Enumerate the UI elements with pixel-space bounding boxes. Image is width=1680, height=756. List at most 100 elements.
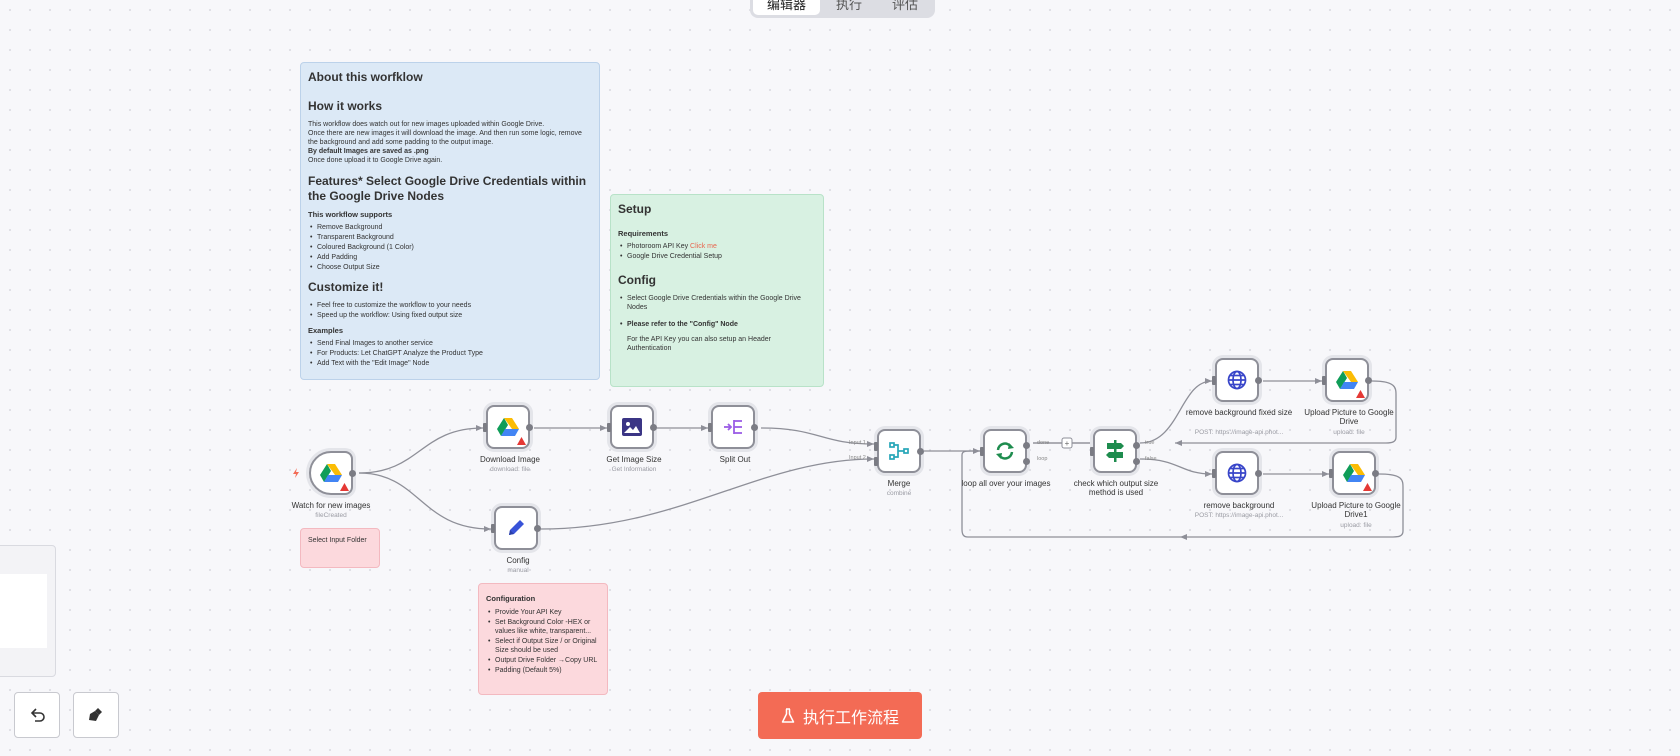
input-handle[interactable] bbox=[1212, 468, 1216, 478]
node-remove-background-fixed[interactable] bbox=[1212, 358, 1262, 402]
node-upload-picture-2[interactable] bbox=[1329, 451, 1379, 495]
output-handle[interactable] bbox=[751, 423, 758, 431]
output-handle[interactable] bbox=[1255, 376, 1262, 384]
list-item: Send Final Images to another service bbox=[308, 339, 592, 348]
list-item: Output Drive Folder →Copy URL bbox=[486, 656, 600, 665]
broom-icon bbox=[89, 708, 102, 721]
sticky-note-about[interactable]: About this worfklow How it works This wo… bbox=[300, 62, 600, 380]
examples-heading: Examples bbox=[308, 326, 344, 335]
node-label: check which output size method is used bbox=[1073, 479, 1159, 497]
list-item: Speed up the workflow: Using fixed outpu… bbox=[308, 311, 592, 320]
output-handle[interactable] bbox=[534, 524, 541, 532]
node-subtitle: combine bbox=[886, 490, 912, 497]
list-item: Select Google Drive Credentials within t… bbox=[618, 294, 816, 312]
node-subtitle: manual bbox=[507, 567, 529, 574]
sticky-note-configuration[interactable]: Configuration Provide Your API Key Set B… bbox=[478, 583, 608, 695]
output-handle[interactable] bbox=[1255, 469, 1262, 477]
input-handle[interactable] bbox=[1212, 375, 1216, 385]
node-subtitle: fileCreated bbox=[315, 512, 347, 519]
sticky-note-setup[interactable]: Setup Requirements Photoroom API Key Cli… bbox=[610, 194, 824, 387]
list-item: Remove Background bbox=[308, 223, 592, 232]
supports-heading: This workflow supports bbox=[308, 210, 393, 219]
node-label: Config bbox=[506, 556, 530, 565]
list-item: Transparent Background bbox=[308, 233, 592, 242]
tab-executions[interactable]: 执行 bbox=[836, 0, 863, 12]
undo-icon bbox=[30, 708, 45, 722]
input-handle[interactable] bbox=[980, 446, 984, 456]
about-text: This workflow does watch out for new ima… bbox=[308, 121, 545, 128]
false-port-label: false bbox=[1145, 456, 1157, 462]
image-icon bbox=[622, 418, 642, 436]
node-upload-picture-1[interactable] bbox=[1322, 358, 1372, 402]
input-handle[interactable] bbox=[1090, 446, 1094, 456]
input-handle[interactable] bbox=[874, 441, 878, 451]
tidy-up-button[interactable] bbox=[73, 692, 119, 738]
node-label: Download Image bbox=[479, 455, 541, 464]
output-handle[interactable] bbox=[349, 469, 356, 477]
google-drive-icon bbox=[497, 418, 519, 436]
node-download-image[interactable] bbox=[483, 405, 533, 449]
node-label: loop all over your images bbox=[961, 479, 1051, 488]
google-drive-icon bbox=[320, 464, 342, 482]
requirements-heading: Requirements bbox=[618, 229, 669, 238]
side-panel bbox=[0, 545, 56, 677]
node-watch-for-new-images[interactable] bbox=[309, 451, 356, 495]
input-handle[interactable] bbox=[491, 523, 495, 533]
output-handle-false[interactable] bbox=[1133, 457, 1140, 465]
output-handle[interactable] bbox=[650, 423, 657, 431]
node-label: Watch for new images bbox=[291, 501, 371, 510]
execute-workflow-button[interactable]: 执行工作流程 bbox=[758, 692, 922, 739]
sticky-note-input-folder[interactable]: Select Input Folder bbox=[300, 528, 380, 568]
input-handle[interactable] bbox=[874, 456, 878, 466]
output-handle-true[interactable] bbox=[1133, 441, 1140, 449]
features-heading: Features* Select Google Drive Credential… bbox=[308, 174, 587, 203]
how-it-works-heading: How it works bbox=[308, 99, 383, 113]
node-check-output-size[interactable] bbox=[1090, 429, 1140, 473]
list-item: Feel free to customize the workflow to y… bbox=[308, 301, 592, 310]
warning-icon bbox=[1363, 483, 1372, 491]
node-loop-over-images[interactable] bbox=[980, 429, 1030, 473]
output-handle[interactable] bbox=[1372, 469, 1379, 477]
about-text: Once done upload it to Google Drive agai… bbox=[308, 157, 443, 164]
input-handle[interactable] bbox=[483, 422, 487, 432]
side-panel-content bbox=[0, 574, 47, 648]
output-handle-done[interactable] bbox=[1023, 441, 1030, 449]
output-handle-loop[interactable] bbox=[1023, 457, 1030, 465]
done-port-label: done bbox=[1037, 440, 1050, 446]
node-subtitle: upload: file bbox=[1340, 522, 1372, 529]
click-me-link[interactable]: Click me bbox=[690, 243, 717, 250]
tab-evaluations[interactable]: 评估 bbox=[892, 0, 919, 12]
split-out-icon bbox=[724, 420, 742, 434]
about-text: Once there are new images it will downlo… bbox=[308, 130, 582, 146]
setup-title: Setup bbox=[618, 202, 652, 216]
examples-list: Send Final Images to another service For… bbox=[308, 339, 592, 368]
output-handle[interactable] bbox=[917, 447, 924, 455]
node-merge[interactable] bbox=[874, 429, 924, 473]
node-label: remove background bbox=[1203, 501, 1275, 510]
true-port-label: true bbox=[1145, 440, 1155, 446]
requirement-text: Photoroom API Key bbox=[627, 243, 691, 250]
node-remove-background[interactable] bbox=[1212, 451, 1262, 495]
signpost-icon bbox=[1106, 440, 1124, 462]
tab-editor[interactable]: 编辑器 bbox=[753, 0, 821, 15]
undo-button[interactable] bbox=[14, 692, 60, 738]
about-title: About this worfklow bbox=[308, 70, 423, 84]
input-handle[interactable] bbox=[1329, 468, 1333, 478]
input-handle[interactable] bbox=[607, 422, 611, 432]
output-handle[interactable] bbox=[526, 423, 533, 431]
node-subtitle: upload: file bbox=[1333, 429, 1365, 436]
list-item: Provide Your API Key bbox=[486, 608, 600, 617]
pencil-icon bbox=[509, 520, 524, 535]
list-item: Google Drive Credential Setup bbox=[618, 252, 816, 261]
warning-icon bbox=[517, 437, 526, 445]
input-handle[interactable] bbox=[708, 422, 712, 432]
requirements-list: Photoroom API Key Click me Google Drive … bbox=[618, 242, 816, 261]
node-config[interactable] bbox=[491, 506, 541, 550]
list-item: Add Padding bbox=[308, 253, 592, 262]
node-split-out[interactable] bbox=[708, 405, 758, 449]
node-label: remove background fixed size bbox=[1185, 408, 1293, 417]
input-handle[interactable] bbox=[1322, 375, 1326, 385]
node-get-image-size[interactable] bbox=[607, 405, 657, 449]
output-handle[interactable] bbox=[1365, 376, 1372, 384]
